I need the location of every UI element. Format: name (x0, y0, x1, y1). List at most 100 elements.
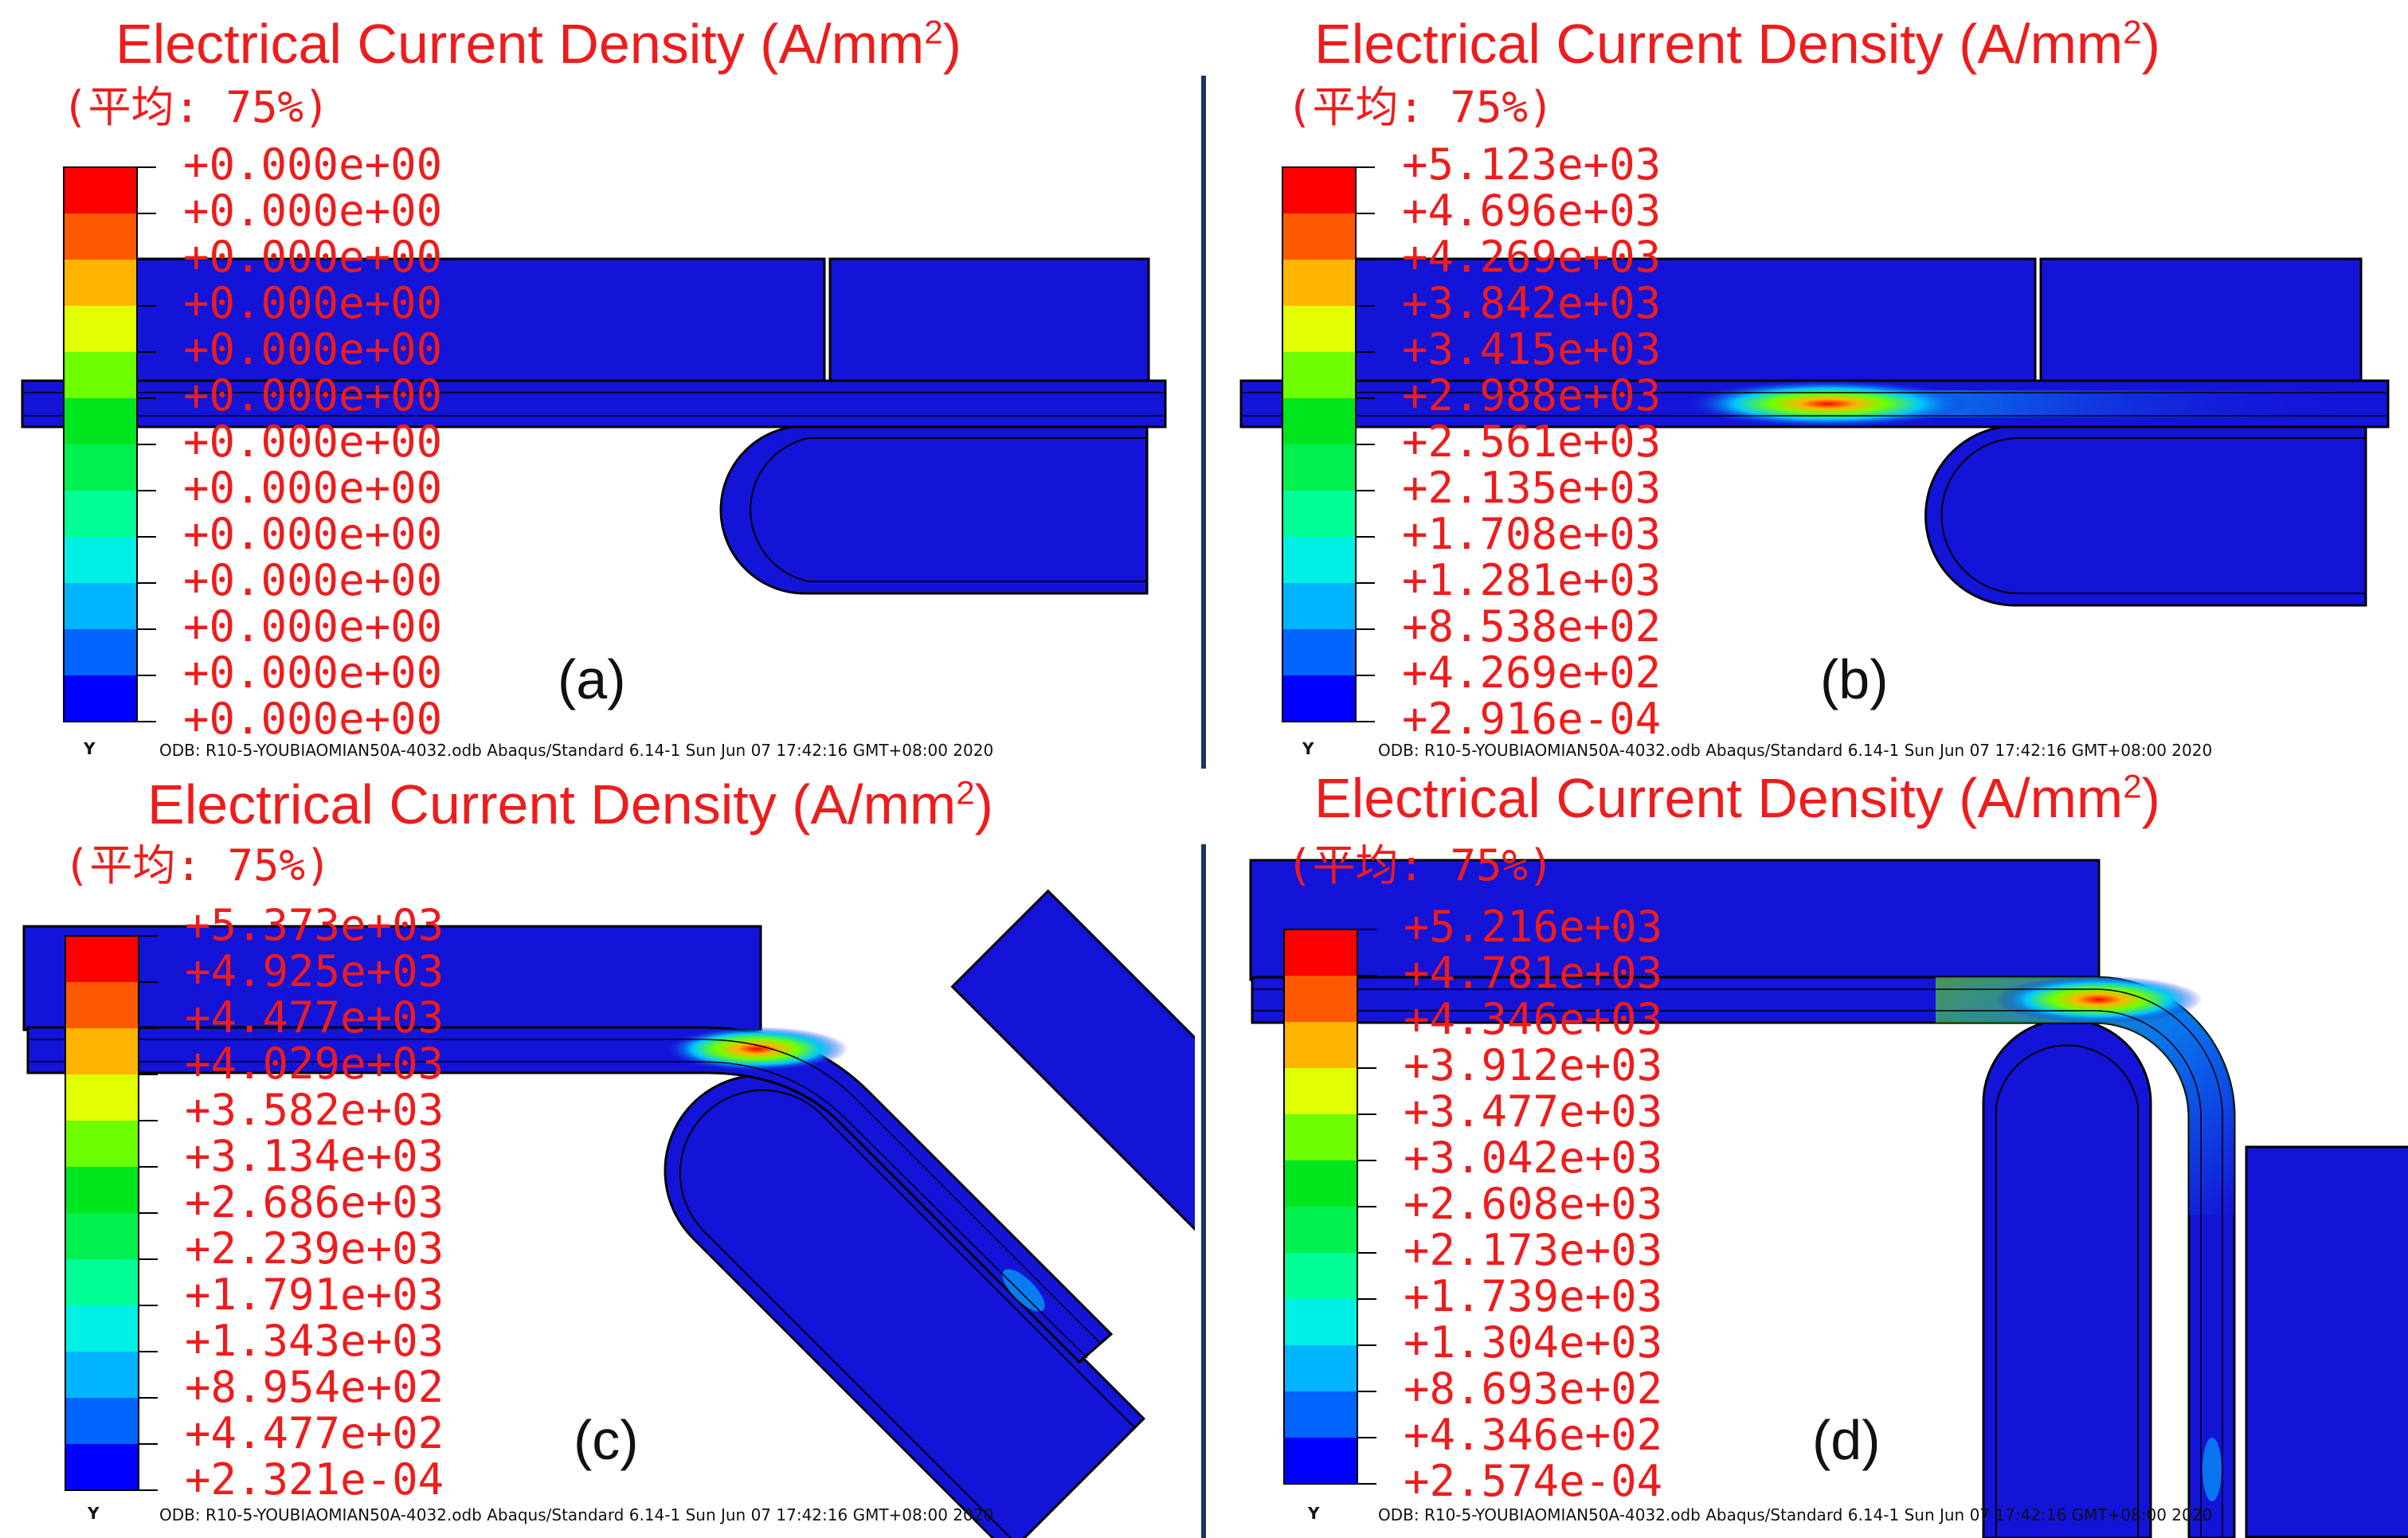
hot-spot (1995, 976, 2202, 1023)
upper-plate-right (950, 889, 1195, 1282)
legend-value: +8.954e+02 (185, 1362, 444, 1412)
average-label: (平均: 75%) (64, 840, 331, 890)
legend-swatch (64, 398, 137, 444)
legend-value: +4.346e+02 (1404, 1410, 1663, 1460)
legend-swatch (64, 675, 137, 722)
legend-swatch (64, 260, 137, 306)
panel-d: Electrical Current Density (A/mm2) (平均: … (1219, 769, 2408, 1538)
legend-value: +1.791e+03 (185, 1270, 444, 1320)
upper-plate-right (828, 257, 1150, 384)
legend-swatch (1284, 976, 1357, 1022)
legend-value: +5.373e+03 (185, 900, 444, 950)
legend-value: +3.477e+03 (1404, 1086, 1663, 1137)
average-label: (平均: 75%) (1286, 840, 1554, 890)
panel-c: Electrical Current Density (A/mm2) (平均: … (0, 769, 1195, 1538)
legend-value: +2.686e+03 (185, 1177, 444, 1227)
legend-swatch (1282, 398, 1356, 444)
legend-value: +1.281e+03 (1402, 555, 1662, 605)
legend-value: +4.269e+02 (1402, 648, 1662, 698)
legend-swatch (1282, 352, 1356, 398)
legend-value: +2.239e+03 (185, 1223, 444, 1274)
legend-value: +3.415e+03 (1402, 324, 1662, 374)
legend-swatch (1284, 1207, 1357, 1253)
legend-swatch (1282, 444, 1356, 491)
legend-value: +2.561e+03 (1402, 417, 1662, 467)
average-label: (平均: 75%) (62, 82, 330, 132)
strip-midline (1254, 988, 2223, 1538)
legend-swatch (64, 306, 137, 352)
legend-value: +0.000e+00 (183, 370, 443, 421)
legend-swatch (1284, 1114, 1357, 1160)
strip-midline (30, 1039, 1100, 1343)
model-geometry-c (22, 889, 1195, 1538)
legend-value: +3.912e+03 (1404, 1040, 1663, 1090)
legend-value: +0.000e+00 (183, 648, 443, 698)
legend-value: +3.042e+03 (1404, 1133, 1663, 1183)
legend-bar-d (1283, 929, 1376, 1485)
legend-swatch (1284, 1160, 1357, 1207)
legend-value: +4.346e+03 (1404, 994, 1663, 1044)
legend-value: +4.477e+03 (185, 992, 444, 1043)
legend-value: +0.000e+00 (183, 601, 443, 652)
lower-die (1982, 1018, 2152, 1538)
legend-bar-a (63, 166, 156, 722)
axis-label: Y (84, 739, 96, 758)
panel-a: Electrical Current Density (A/mm2) (平均: … (0, 0, 1195, 769)
legend-value: +2.988e+03 (1402, 370, 1662, 421)
legend-swatch (1284, 1068, 1357, 1114)
upper-plate-left (1349, 257, 2037, 384)
odb-footer: ODB: R10-5-YOUBIAOMIAN50A-4032.odb Abaqu… (1378, 741, 2213, 760)
lower-die (719, 425, 1149, 595)
subfigure-label: (a) (558, 648, 626, 710)
axis-label: Y (1308, 1504, 1320, 1523)
legend-swatch (64, 167, 137, 213)
legend-swatch (1282, 260, 1356, 306)
legend-value: +1.343e+03 (185, 1316, 444, 1366)
strip-midline (1254, 1010, 2202, 1538)
legend-value: +0.000e+00 (183, 555, 443, 605)
legend-value: +5.216e+03 (1404, 902, 1663, 952)
legend-value: +2.574e-04 (1404, 1456, 1663, 1506)
model-geometry-a (21, 166, 1167, 722)
legend-value: +2.173e+03 (1404, 1225, 1663, 1275)
legend-swatch (65, 1398, 139, 1444)
strip-midline (30, 1061, 1088, 1359)
legend-swatch (1282, 675, 1356, 722)
legend-value: +2.321e-04 (185, 1454, 444, 1505)
vertical-divider (1201, 76, 1206, 769)
legend-value: +4.696e+03 (1402, 186, 1662, 236)
legend-swatch (65, 1352, 139, 1398)
legend-value: +0.000e+00 (183, 509, 443, 559)
odb-footer: ODB: R10-5-YOUBIAOMIAN50A-4032.odb Abaqu… (159, 1505, 994, 1524)
legend-swatch (65, 1259, 139, 1305)
hot-spot-secondary (1002, 1269, 1045, 1312)
legend-swatch (65, 936, 139, 982)
legend-value: +5.123e+03 (1402, 139, 1662, 190)
legend-swatch (1282, 491, 1356, 537)
legend-value: +0.000e+00 (183, 232, 443, 282)
legend-swatch (65, 982, 139, 1028)
legend-value: +8.693e+02 (1404, 1364, 1663, 1414)
legend-swatch (1284, 929, 1357, 976)
upper-plate-right (2039, 257, 2363, 384)
legend-swatch (1282, 213, 1356, 260)
legend-swatch (65, 1121, 139, 1167)
legend-swatch (1284, 1253, 1357, 1299)
legend-value: +4.477e+02 (185, 1408, 444, 1458)
legend-value: +3.582e+03 (185, 1085, 444, 1135)
hot-spot-secondary (2202, 1438, 2222, 1501)
upper-plate-left (22, 925, 762, 1031)
legend-swatch (64, 352, 137, 398)
legend-value: +3.842e+03 (1402, 278, 1662, 328)
legend-value: +4.029e+03 (185, 1039, 444, 1089)
legend-value: +0.000e+00 (183, 463, 443, 513)
legend-value: +1.304e+03 (1404, 1317, 1663, 1368)
upper-plate-left (130, 257, 826, 384)
legend-swatch (1282, 537, 1356, 583)
lower-die-inner (750, 437, 1147, 582)
legend-swatch (64, 629, 137, 675)
lower-die (1924, 425, 2367, 607)
subfigure-label: (b) (1820, 648, 1889, 710)
legend-value: +0.000e+00 (183, 278, 443, 328)
legend-swatch (65, 1213, 139, 1259)
